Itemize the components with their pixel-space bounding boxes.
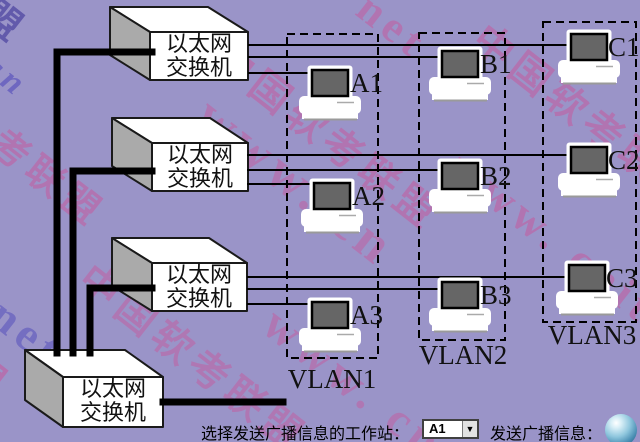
workstation-dropdown[interactable]: A1 ▼ [422,419,479,439]
vlan1-label: VLAN1 [288,364,377,394]
switch-4-label: 交换机 [80,400,146,425]
workstation-b3-label: B3 [480,280,512,310]
switch-3-label: 交换机 [166,286,232,311]
trunk-link-switch3 [86,284,156,357]
trunk-link-switch1 [53,48,156,357]
switch-2-label: 以太网 [167,142,233,167]
trunk-link-switch2 [69,167,156,357]
send-broadcast-label: 发送广播信息： [490,426,603,442]
workstation-a1-label: A1 [350,68,383,98]
workstation-a3-label: A3 [350,300,383,330]
switch-4-label: 以太网 [80,376,146,401]
send-broadcast-button[interactable] [605,414,637,442]
workstation-a2-label: A2 [352,181,385,211]
ethernet-switch-1 [109,6,249,81]
switch-2-label: 交换机 [167,166,233,191]
vlan3-label: VLAN3 [548,320,637,350]
workstation-dropdown-value: A1 [429,421,446,436]
vlan2-label: VLAN2 [419,340,508,370]
chevron-down-icon[interactable]: ▼ [462,421,477,437]
workstation-c1-label: C1 [608,32,640,62]
workstation-c3-label: C3 [606,263,638,293]
workstation-b1-label: B1 [480,49,512,79]
vlan1-boundary [286,33,379,359]
switch-3-label: 以太网 [166,262,232,287]
select-workstation-label: 选择发送广播信息的工作站： [201,426,410,442]
workstation-c2-label: C2 [608,145,640,175]
vlan3-boundary [542,21,637,323]
vlan2-boundary [418,32,506,341]
switch-1-label: 交换机 [166,55,232,80]
workstation-b2-label: B2 [480,161,512,191]
ethernet-switch-3 [111,237,248,312]
switch-1-label: 以太网 [166,31,232,56]
